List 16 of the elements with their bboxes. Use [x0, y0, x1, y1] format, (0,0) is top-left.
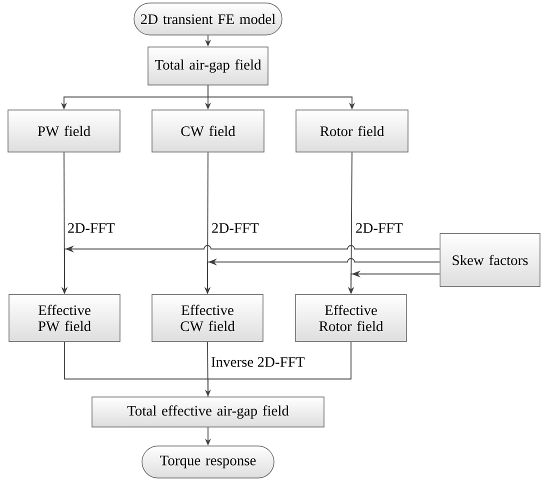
edge-label: Inverse 2D-FFT [211, 357, 305, 367]
process-box: Effective Rotor field [295, 294, 407, 342]
connector-line [208, 341, 352, 398]
edge-label: 2D-FFT [68, 223, 115, 233]
process-box: Total effective air-gap field [92, 396, 324, 428]
process-box: Total air-gap field [148, 46, 268, 86]
process-box: Rotor field [296, 110, 408, 152]
process-box: PW field [8, 110, 120, 152]
edge-label: 2D-FFT [356, 223, 403, 233]
terminal-box: Torque response [142, 446, 274, 478]
process-box: Effective CW field [152, 294, 264, 342]
edge-label: 2D-FFT [212, 223, 259, 233]
process-box: CW field [152, 110, 264, 152]
process-box: Skew factors [440, 233, 540, 287]
terminal-box: 2D transient FE model [134, 2, 282, 36]
process-box: Effective PW field [8, 294, 120, 342]
